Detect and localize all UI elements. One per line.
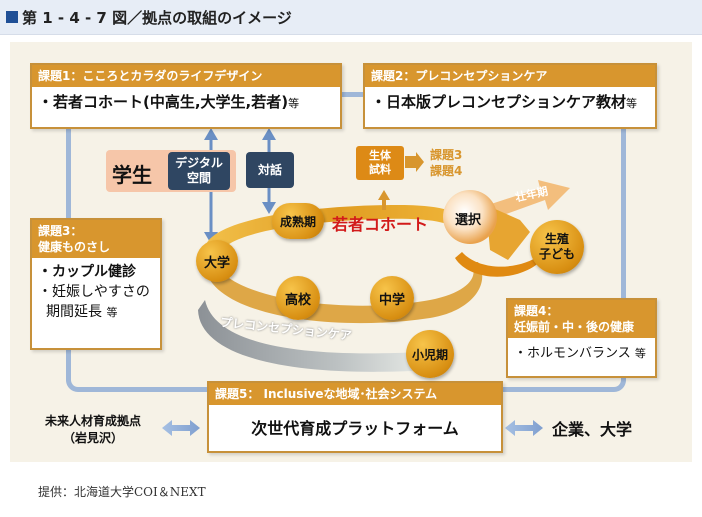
kadai3-body: ・カップル健診 ・妊娠しやすさの 期間延長 等 [32,258,160,327]
kadai34-line2: 課題4 [430,164,463,178]
branch-arrow-shape [486,205,530,260]
kadai1-body: ・若者コホート(中高生,大学生,若者)等 [32,87,340,116]
seitai-tag: 生体 試料 [356,146,404,180]
seishoku-node: 生殖 子ども [530,220,584,274]
kadai4-body: ・ホルモンバランス 等 [508,338,655,365]
stage-daigaku: 大学 [196,240,238,282]
kadai4-heading-line2: 妊娠前・中・後の健康 [514,320,635,334]
kadai2-text: ・日本版プレコンセプションケア教材 [371,93,627,111]
seitai-up-arrow [378,190,390,210]
kadai1-suffix: 等 [288,97,300,110]
spiral-rear-band [205,262,483,324]
kadai3-item3: 期間延長 等 [38,302,154,323]
kadai3-item3-text: 期間延長 [46,304,102,320]
kadai3-suffix: 等 [106,306,118,319]
left-horizontal-arrow [162,420,200,436]
seitai-line2: 試料 [369,163,391,176]
seishoku-line2: 子ども [538,247,575,261]
kadai1-heading: 課題1：こころとカラダのライフデザイン [32,65,340,87]
kadai5-heading: 課題5： Inclusiveな地域･社会システム [209,383,501,405]
preconception-band [198,300,430,372]
future-arrow [455,240,560,277]
kadai3-heading: 課題3： 健康ものさし [32,220,160,258]
left-hub-line2: （岩見沢） [62,431,123,445]
kadai4-heading: 課題4： 妊娠前・中・後の健康 [508,300,655,338]
figure-header: 第 1 - 4 - 7 図／拠点の取組のイメージ [0,0,702,35]
kadai1-text: ・若者コホート(中高生,大学生,若者) [38,93,289,111]
stage-chugaku: 中学 [370,276,414,320]
source-footnote: 提供：北海道大学COI＆NEXT [38,485,206,499]
stage-koko: 高校 [276,276,320,320]
digital-space-tag: デジタル 空間 [168,152,230,190]
kadai1-box: 課題1：こころとカラダのライフデザイン ・若者コホート(中高生,大学生,若者)等 [30,63,342,129]
seitai-right-arrow [405,152,424,172]
kadai3-heading-line1: 課題3： [38,224,83,238]
header-square-icon [6,11,18,23]
kadai3-item2: ・妊娠しやすさの [38,284,150,300]
taiwa-tag: 対話 [246,152,294,188]
kadai3-heading-line2: 健康ものさし [38,240,111,254]
sonenki-arrow [488,180,570,218]
kadai34-label: 課題3 課題4 [430,147,462,179]
kadai3-item1: ・カップル健診 [38,264,136,280]
wakamono-cohort-label: 若者コホート [332,215,429,234]
seitai-line1: 生体 [369,149,391,162]
kadai4-text: ・ホルモンバランス [514,346,631,361]
kadai2-box: 課題2：プレコンセプションケア ・日本版プレコンセプションケア教材等 [363,63,657,129]
kadai4-suffix: 等 [634,347,646,360]
stage-seijukuki: 成熟期 [272,203,324,239]
kadai5-body: 次世代育成プラットフォーム [251,419,459,438]
digital-line1: デジタル [175,156,223,170]
kadai4-heading-line1: 課題4： [514,304,559,318]
kadai5-box: 課題5： Inclusiveな地域･社会システム 次世代育成プラットフォーム [207,381,503,453]
left-hub-line1: 未来人材育成拠点 [44,414,141,428]
kadai2-body: ・日本版プレコンセプションケア教材等 [365,87,655,116]
stage-shojiki: 小児期 [406,330,454,378]
figure-title: 第 1 - 4 - 7 図／拠点の取組のイメージ [22,9,292,27]
left-hub-label: 未来人材育成拠点 （岩見沢） [28,413,158,447]
sentaku-label: 選択 [455,213,482,228]
spiral-front-band [204,205,468,258]
seishoku-line1: 生殖 [544,232,569,246]
kadai4-box: 課題4： 妊娠前・中・後の健康 ・ホルモンバランス 等 [506,298,657,378]
kadai2-suffix: 等 [626,97,638,110]
right-partner-label: 企業、大学 [552,420,633,439]
kadai34-line1: 課題3 [430,148,463,162]
kadai2-heading: 課題2：プレコンセプションケア [365,65,655,87]
digital-line2: 空間 [186,171,211,185]
sentaku-glow [443,190,497,244]
gakusei-label: 学生 [112,163,152,187]
right-horizontal-arrow [505,420,543,436]
kadai3-box: 課題3： 健康ものさし ・カップル健診 ・妊娠しやすさの 期間延長 等 [30,218,162,350]
